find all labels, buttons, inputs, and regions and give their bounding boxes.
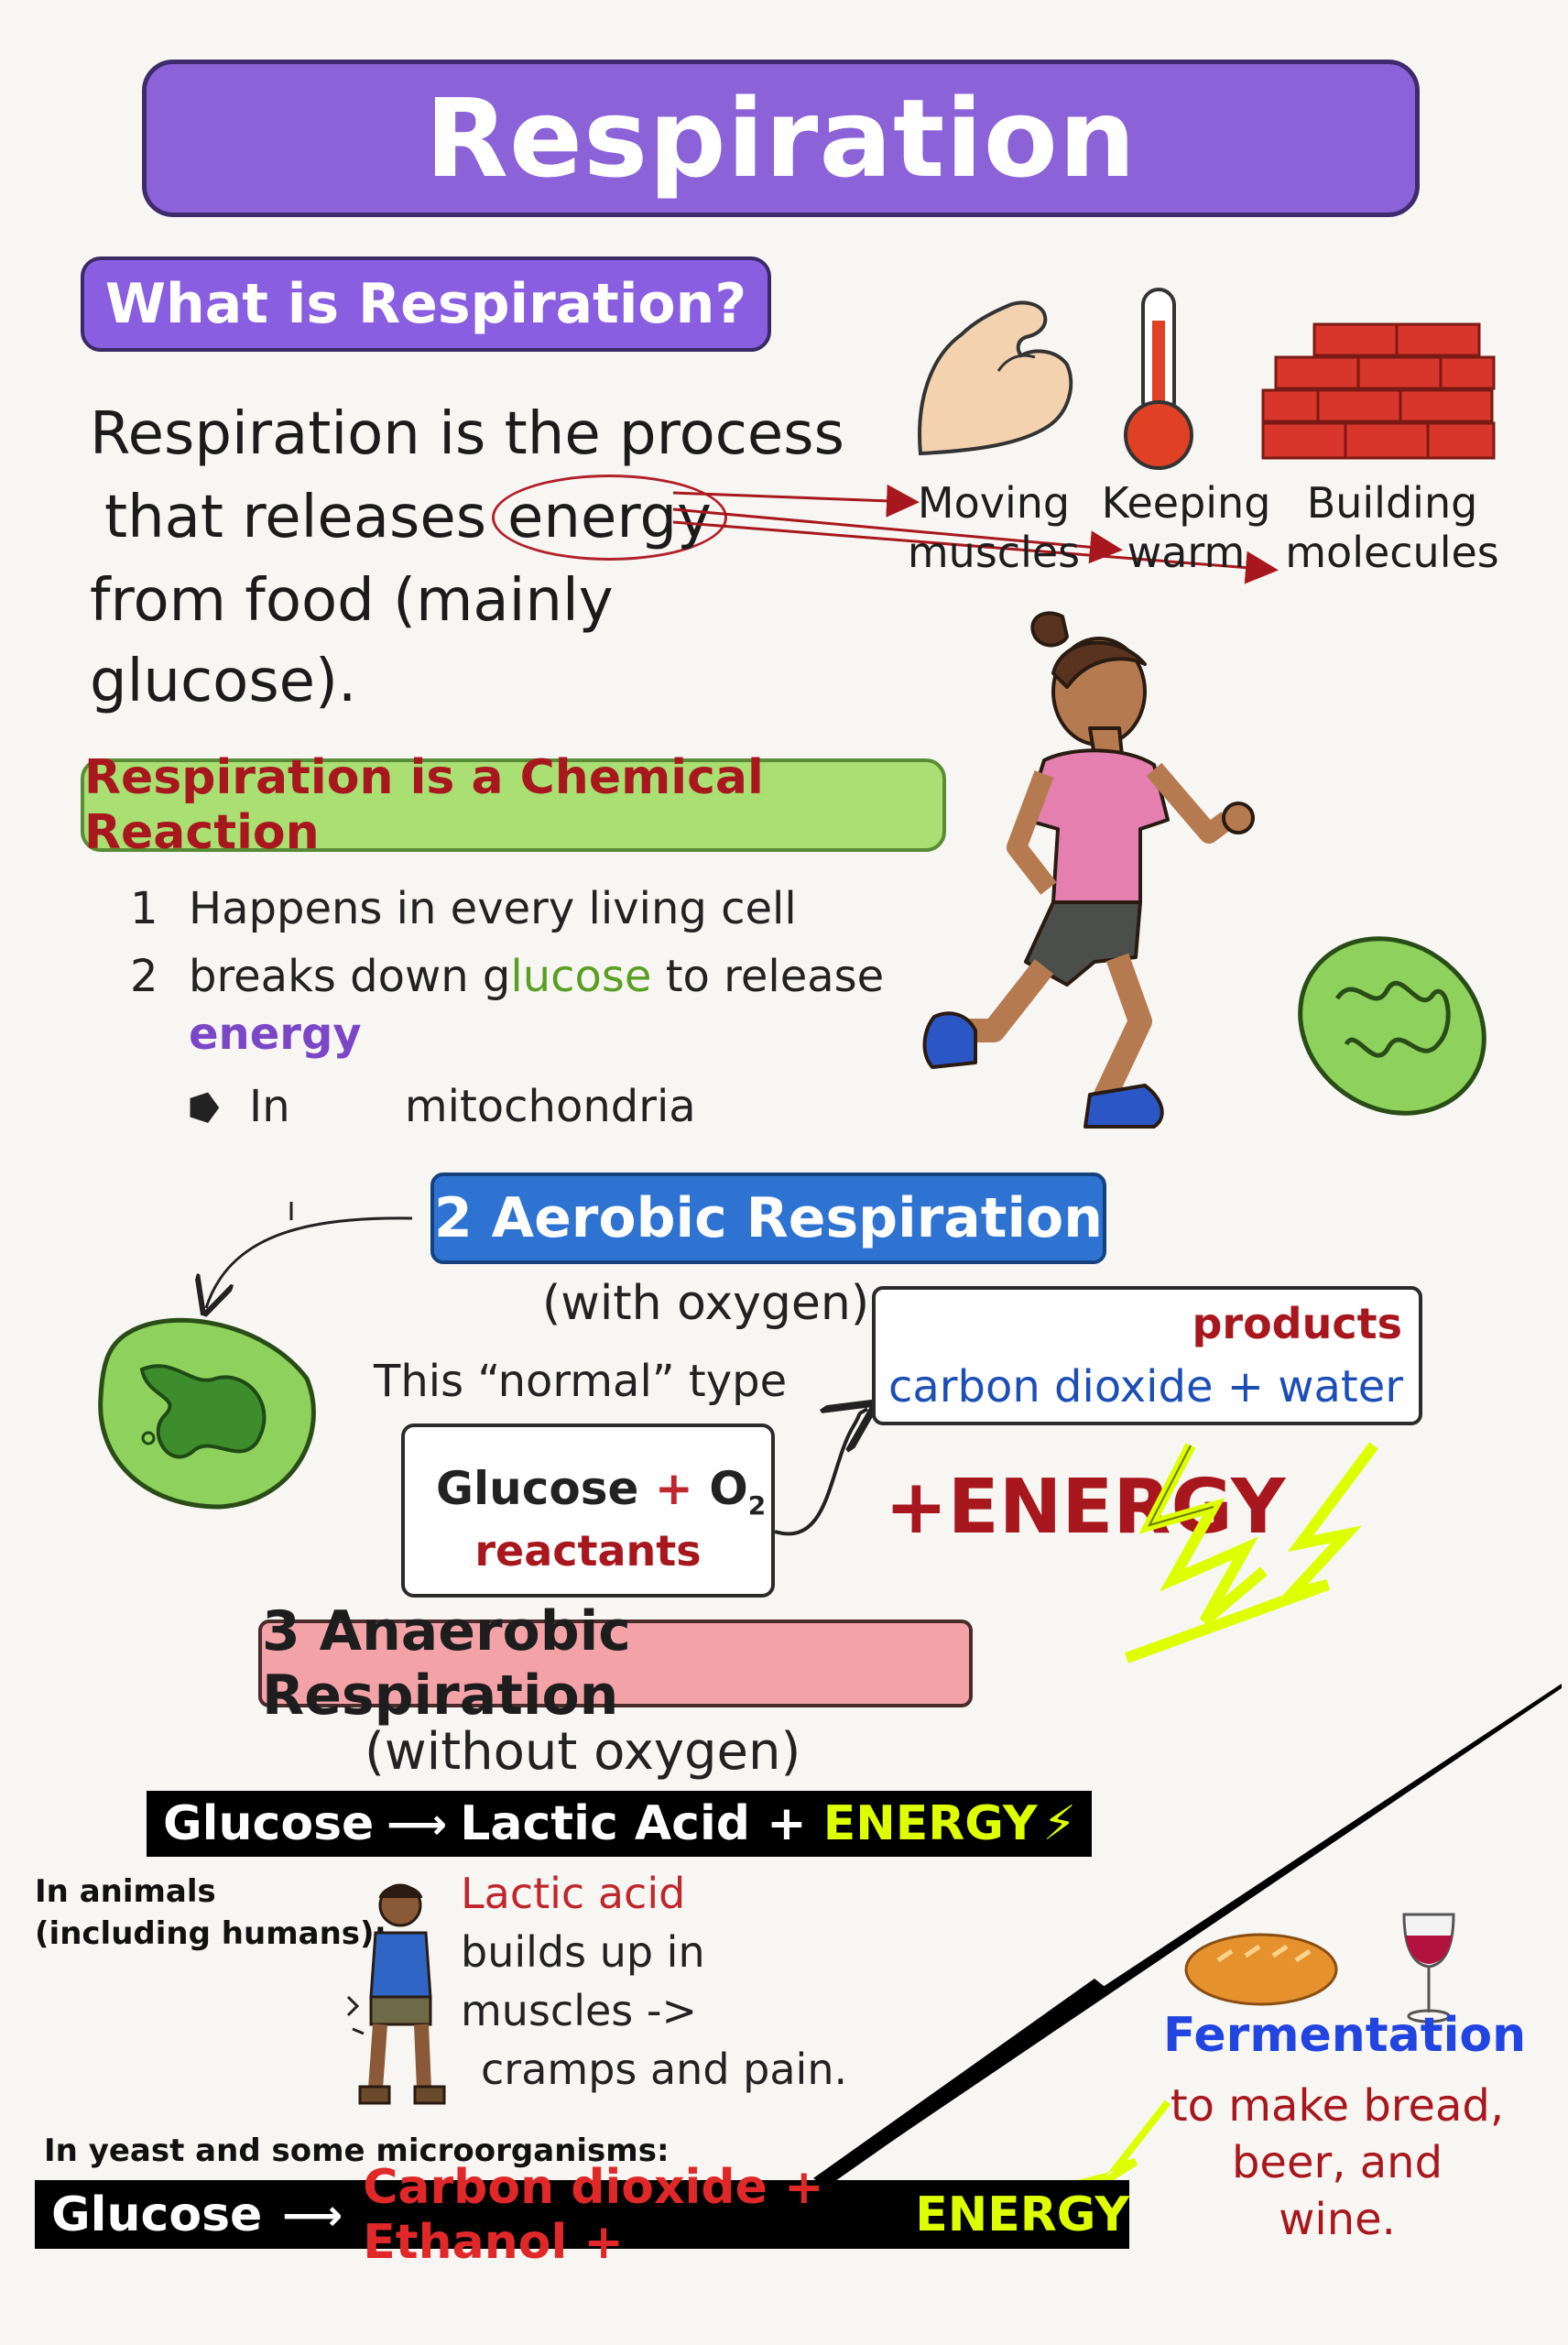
aerobic-subtitle: (with oxygen) [542,1276,870,1331]
aerobic-note: This “normal” type [374,1356,788,1407]
location-row: ⭓ In mitochondria [130,1073,884,1143]
reactant-oxygen: O [709,1462,748,1515]
yeast-label: In yeast and some microorganisms: [44,2132,670,2169]
lactic-acid-explanation: Lactic acid builds up in muscles -> cram… [461,1864,847,2099]
yeast-eq-energy: ENERGY [915,2187,1129,2242]
list-item: 1 Happens in every living cell [130,875,884,943]
what-is-heading: What is Respiration? [81,256,771,352]
list-item-continuation: energy [130,1010,884,1058]
fermentation-description: to make bread, beer, and wine. [1163,2078,1511,2248]
products-value: carbon dioxide + water [888,1361,1403,1412]
runner-illustration [922,611,1255,1129]
brick-wall-icon [1261,322,1496,460]
animals-label: In animals (including humans): [35,1871,387,1955]
list-item-text: Happens in every living cell [189,883,797,934]
use-moving-muscles-line2: muscles [907,528,1081,577]
definition-line-1: Respiration is the process [90,400,844,468]
lactic-eq-glucose: Glucose [163,1796,375,1851]
fermentation-line-1: to make bread, [1170,2080,1505,2132]
use-building-molecules-line1: Building [1306,478,1478,528]
flexed-arm-icon [918,300,1073,456]
energy-circled-word: energy [492,474,728,561]
location-text: mitochondria [404,1081,696,1132]
use-keeping-warm-line1: Keeping [1101,478,1271,528]
definition-line-2-pre: that releases [104,484,487,551]
list-item-number: 1 [130,883,158,934]
lactic-eq-energy: ENERGY [822,1796,1038,1851]
list-item-text-post: to release [651,951,885,1002]
use-building-molecules-line2: molecules [1285,528,1499,577]
page-title: Respiration [425,75,1137,202]
lactic-line-4: cramps and pain. [481,2045,848,2094]
chemical-list: 1 Happens in every living cell 2 breaks do… [130,875,884,1143]
bread-icon [1184,1933,1338,2006]
use-moving-muscles-line1: Moving [917,478,1071,528]
reactants-equation: Glucose + O2 [436,1462,766,1521]
lactic-line-2: builds up in [461,1927,705,1977]
chemical-reaction-heading-text: Respiration is a Chemical Reaction [84,750,764,860]
reactants-box: Glucose + O2 reactants [401,1423,775,1598]
use-building-molecules: Building molecules [1282,478,1502,577]
yeast-equation-bar: Glucose ⟶ Carbon dioxide + Ethanol + ENE… [35,2160,1129,2270]
aerobic-heading: 2 Aerobic Respiration [430,1172,1106,1264]
glucose-highlight: lucose [510,951,652,1002]
mitochondrion-icon [1298,936,1486,1116]
cramp-person-illustration [346,1883,446,2105]
lactic-eq-product: Lactic Acid + [460,1796,807,1851]
yeast-eq-glucose: Glucose [51,2187,263,2242]
arrow-right-icon: ⟶ [282,2189,343,2240]
lactic-line-1: Lactic acid [461,1869,686,1918]
lightning-small-icon: ⚡ [1042,1796,1077,1851]
anaerobic-subtitle: (without oxygen) [365,1722,801,1782]
anaerobic-heading: 3 Anaerobic Respiration [258,1599,973,1728]
products-label: products [1192,1299,1402,1348]
lactic-equation-bar: Glucose ⟶ Lactic Acid + ENERGY ⚡ [147,1791,1092,1857]
energy-highlight: energy [189,1009,362,1060]
fermentation-line-3: wine. [1279,2194,1396,2245]
animals-label-line1: In animals [35,1873,216,1910]
mitochondria-small-icon: ⭓ [189,1088,221,1130]
fermentation-line-2: beer, and [1231,2137,1443,2188]
aerobic-heading-text: 2 Aerobic Respiration [434,1186,1103,1250]
reactants-label: reactants [474,1526,702,1576]
products-box: products carbon dioxide + water [872,1286,1422,1425]
arrow-right-icon: ⟶ [387,1799,448,1849]
what-is-heading-text: What is Respiration? [104,272,747,336]
lactic-line-3: muscles -> [461,1986,698,2035]
reactant-glucose: Glucose [436,1462,639,1515]
wine-glass-icon [1402,1913,1455,2023]
definition-line-3: from food (mainly glucose). [90,567,614,715]
list-item-number: 2 [130,951,158,1002]
reactant-oxygen-subscript: 2 [747,1490,767,1521]
location-prefix: In [249,1081,290,1132]
use-keeping-warm: Keeping warm [1094,478,1278,577]
definition-text: Respiration is the process that releases… [90,394,896,722]
animals-label-line2: (including humans): [35,1915,387,1952]
list-item-text-pre: breaks down g [189,951,511,1002]
anaerobic-heading-text: 3 Anaerobic Respiration [262,1599,631,1728]
yeast-eq-products: Carbon dioxide + Ethanol + [363,2159,824,2270]
reactant-plus: + [654,1462,693,1515]
chemical-reaction-heading: Respiration is a Chemical Reaction [81,750,946,860]
fermentation-title: Fermentation [1163,2008,1527,2063]
mitochondrion-left-icon [98,1317,316,1510]
use-moving-muscles: Moving muscles [902,478,1085,577]
use-keeping-warm-line2: warm [1127,528,1246,577]
list-item: 2 breaks down glucose to release [130,943,884,1010]
thermometer-icon [1124,288,1193,470]
title-banner: Respiration [142,60,1420,217]
lightning-icon [1124,1442,1378,1663]
